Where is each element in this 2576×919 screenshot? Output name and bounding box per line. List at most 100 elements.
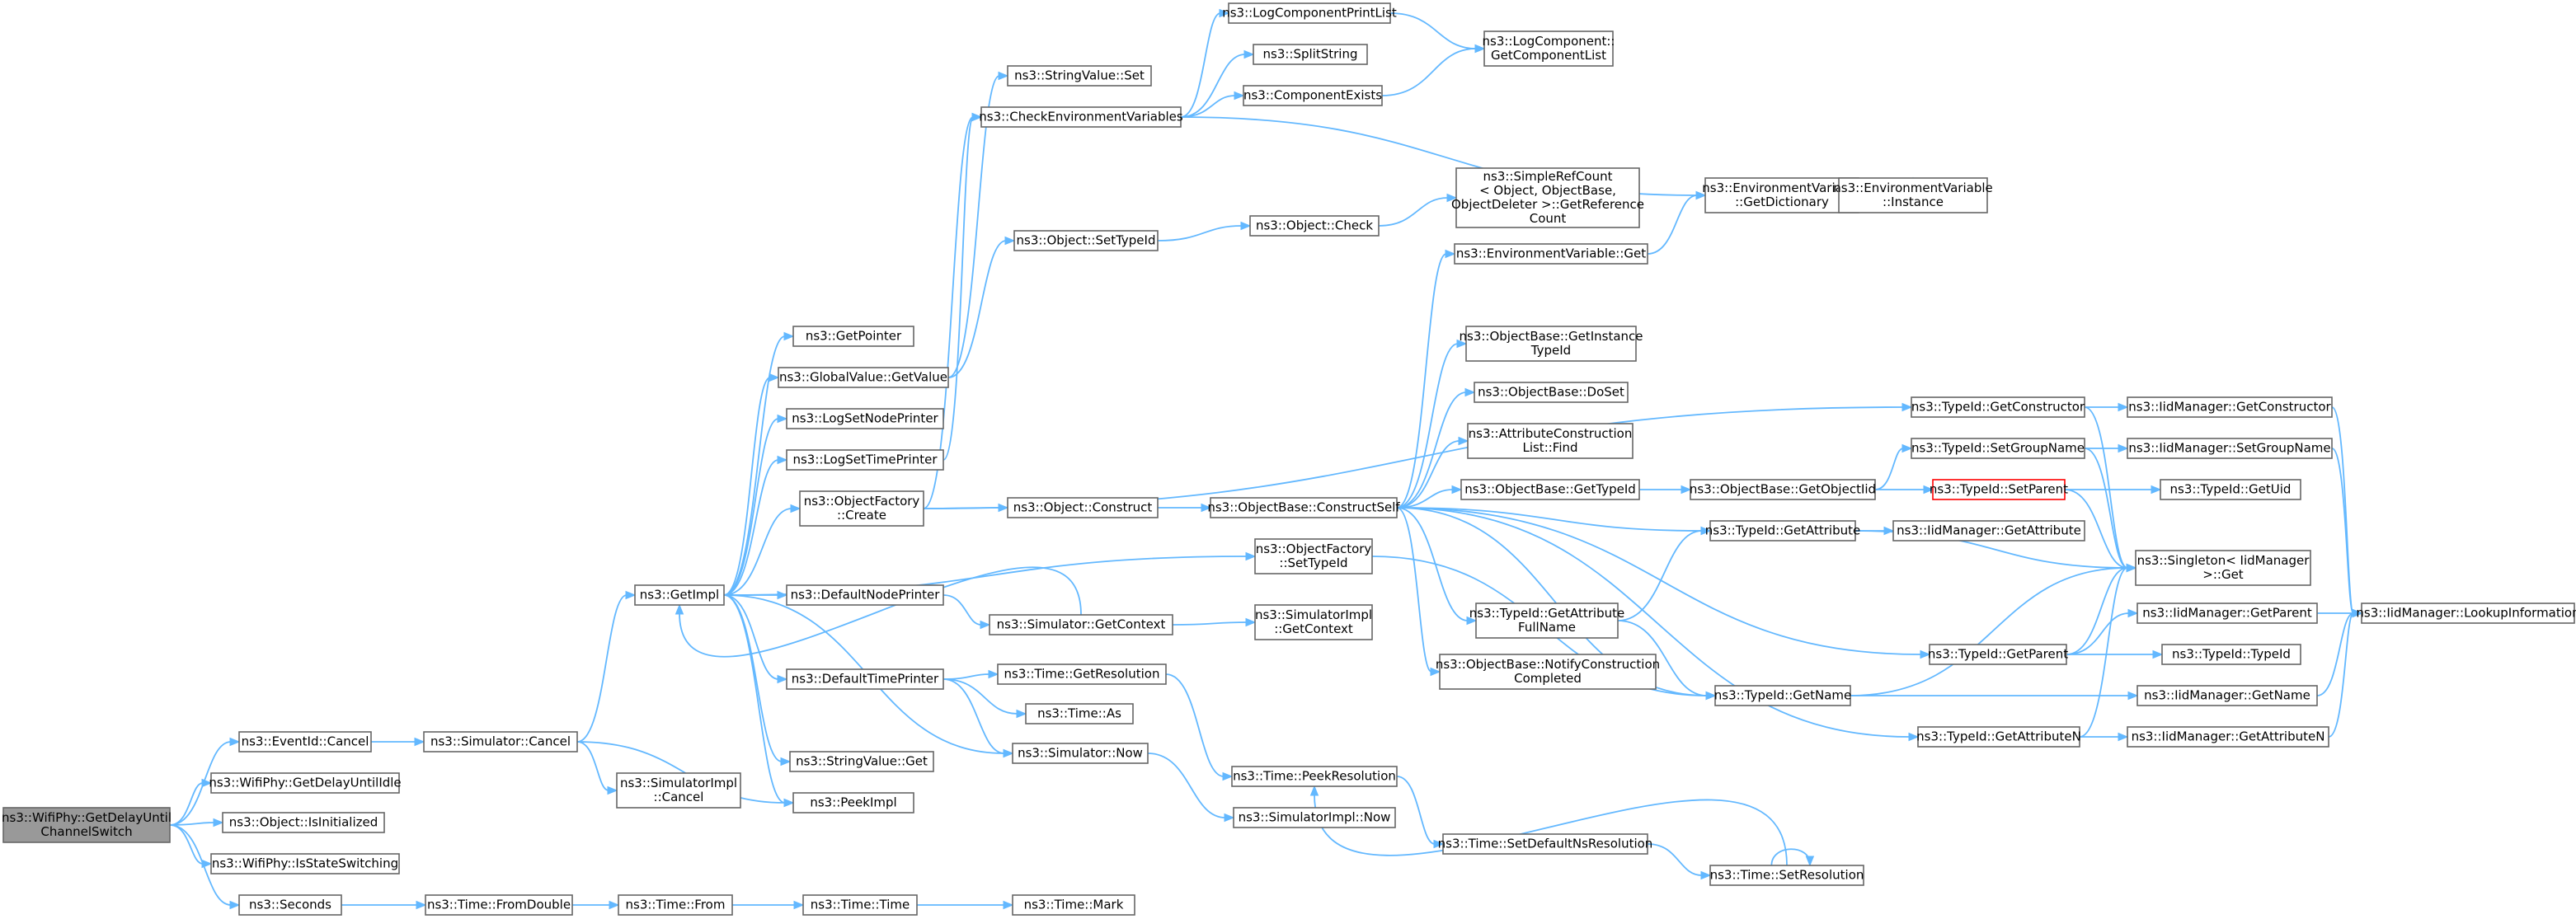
edge-line [1617,530,1703,621]
edge-line [679,566,1082,658]
node-time-fromdouble[interactable]: ns3::Time::FromDouble [425,894,573,916]
node-simulator-cancel[interactable]: ns3::Simulator::Cancel [423,731,578,753]
node-iidmanager-getparent[interactable]: ns3::IidManager::GetParent [2136,603,2318,624]
node-object-construct[interactable]: ns3::Object::Construct [1007,497,1159,518]
node-typeid-getparent[interactable]: ns3::TypeId::GetParent [1928,644,2068,665]
node-logsettimeprinter[interactable]: ns3::LogSetTimePrinter [786,449,944,471]
node-label: ns3::TypeId::GetUid [2170,482,2292,497]
node-objectfactory-settypeid[interactable]: ns3::ObjectFactory::SetTypeId [1254,538,1373,574]
node-typeid-getname[interactable]: ns3::TypeId::GetName [1714,685,1851,706]
node-logsetnodeprinter[interactable]: ns3::LogSetNodePrinter [786,408,944,429]
edge-line [2066,567,2128,655]
node-envvar-get[interactable]: ns3::EnvironmentVariable::Get [1454,243,1648,265]
edge-arrowhead [1309,785,1319,796]
node-time-from[interactable]: ns3::Time::From [618,894,733,916]
node-object-settypeid[interactable]: ns3::Object::SetTypeId [1013,230,1159,251]
node-splitstring[interactable]: ns3::SplitString [1253,44,1368,65]
node-box [2135,550,2311,586]
node-iidmanager-getname[interactable]: ns3::IidManager::GetName [2136,685,2318,706]
node-wifiphy-getdelayidle[interactable]: ns3::WifiPhy::GetDelayUntilIdle [209,772,402,794]
edge-line [1396,440,1460,509]
node-objectbase-doset[interactable]: ns3::ObjectBase::DoSet [1474,382,1629,403]
node-label: List::Find [1522,440,1577,455]
node-time-setresolution[interactable]: ns3::Time::SetResolution [1709,865,1864,886]
node-stringvalue-set[interactable]: ns3::StringValue::Set [1007,65,1152,87]
node-typeid-getconstructor[interactable]: ns3::TypeId::GetConstructor [1911,396,2085,418]
node-simimpl-cancel[interactable]: ns3::SimulatorImpl::Cancel [616,772,741,809]
node-simimpl-now[interactable]: ns3::SimulatorImpl::Now [1233,807,1396,828]
node-typeid-typeid[interactable]: ns3::TypeId::TypeId [2161,644,2301,665]
node-defaulttimeprinter[interactable]: ns3::DefaultTimePrinter [786,668,944,690]
node-simulator-now[interactable]: ns3::Simulator::Now [1012,743,1149,764]
edge-line [1617,620,1708,696]
node-label: ns3::TypeId::GetConstructor [1911,400,2085,415]
node-label: >::Get [2202,567,2244,582]
node-objectfactory-create[interactable]: ns3::ObjectFactory::Create [799,490,924,527]
node-envvar-instance[interactable]: ns3::EnvironmentVariable::Instance [1833,177,1993,213]
node-time-setdefaultnsres[interactable]: ns3::Time::SetDefaultNsResolution [1438,833,1653,855]
node-object-isinitialized[interactable]: ns3::Object::IsInitialized [222,812,385,833]
node-time-mark[interactable]: ns3::Time::Mark [1012,894,1135,916]
node-logcompprintlist[interactable]: ns3::LogComponentPrintList [1222,2,1397,24]
node-label: TypeId [1530,343,1571,358]
node-label: ns3::IidManager::LookupInformation [2356,606,2576,621]
edge-line [723,418,779,596]
node-typeid-getuid[interactable]: ns3::TypeId::GetUid [2160,479,2301,500]
node-time-time[interactable]: ns3::Time::Time [802,894,918,916]
node-getimpl[interactable]: ns3::GetImpl [634,584,725,606]
call-edge [2080,732,2129,742]
edge-arrowhead [414,737,425,747]
call-edge [1396,387,1476,509]
node-peekimpl[interactable]: ns3::PeekImpl [792,792,914,814]
node-objectbase-gettypeid[interactable]: ns3::ObjectBase::GetTypeId [1460,479,1640,500]
node-iidmanager-getattributen[interactable]: ns3::IidManager::GetAttributeN [2127,726,2329,748]
node-defaultnodeprinter[interactable]: ns3::DefaultNodePrinter [786,584,944,606]
node-typeid-getattributen[interactable]: ns3::TypeId::GetAttributeN [1916,726,2081,748]
node-typeid-setparent[interactable]: ns3::TypeId::SetParent [1930,479,2068,500]
node-eventid-cancel[interactable]: ns3::EventId::Cancel [238,731,372,753]
node-objectbase-notifyconstruction[interactable]: ns3::ObjectBase::NotifyConstructionCompl… [1436,654,1660,690]
node-iidmanager-lookupinfo[interactable]: ns3::IidManager::LookupInformation [2356,603,2576,624]
node-label: GetComponentList [1491,48,1606,63]
node-box [2127,396,2333,418]
node-box [1709,865,1864,886]
node-label: ns3::ComponentExists [1243,88,1382,103]
node-time-getresolution[interactable]: ns3::Time::GetResolution [997,663,1167,685]
node-label: ::SetTypeId [1279,556,1347,570]
node-stringvalue-get[interactable]: ns3::StringValue::Get [789,751,934,772]
node-globalvalue-getvalue[interactable]: ns3::GlobalValue::GetValue [778,367,949,388]
node-box [989,614,1173,635]
node-typeid-setgroupname[interactable]: ns3::TypeId::SetGroupName [1911,438,2085,459]
node-iidmanager-getattribute[interactable]: ns3::IidManager::GetAttribute [1892,520,2085,542]
edge-line [1172,621,1248,626]
node-checkenvvars[interactable]: ns3::CheckEnvironmentVariables [979,106,1183,128]
call-edge [723,455,788,596]
node-logcomp-getcomplist[interactable]: ns3::LogComponent::GetComponentList [1483,30,1615,67]
node-simimpl-getcontext[interactable]: ns3::SimulatorImpl::GetContext [1254,604,1373,640]
node-iidmanager-getconstructor[interactable]: ns3::IidManager::GetConstructor [2127,396,2333,418]
node-simulator-getcontext[interactable]: ns3::Simulator::GetContext [989,614,1173,635]
node-getpointer[interactable]: ns3::GetPointer [792,326,914,347]
node-seconds[interactable]: ns3::Seconds [238,894,342,916]
call-edge [2066,608,2139,655]
node-iidmanager-setgroupname[interactable]: ns3::IidManager::SetGroupName [2127,438,2333,459]
node-time-as[interactable]: ns3::Time::As [1025,703,1134,724]
edge-arrowhead [229,737,241,747]
node-wifiphy-isstateswitching[interactable]: ns3::WifiPhy::IsStateSwitching [210,853,400,874]
node-objectbase-constructself[interactable]: ns3::ObjectBase::ConstructSelf [1207,497,1400,518]
node-label: ns3::LogSetTimePrinter [792,452,938,467]
node-simplerefcount[interactable]: ns3::SimpleRefCount< Object, ObjectBase,… [1451,167,1644,228]
node-componentexists[interactable]: ns3::ComponentExists [1243,85,1383,106]
edge-line [947,75,1000,378]
node-object-check[interactable]: ns3::Object::Check [1249,215,1380,237]
node-typeid-getattribute[interactable]: ns3::TypeId::GetAttribute [1705,520,1860,542]
node-objectbase-getobjectiid[interactable]: ns3::ObjectBase::GetObjectIid [1690,479,1876,500]
edge-arrowhead [777,674,788,684]
node-time-peekresolution[interactable]: ns3::Time::PeekResolution [1231,766,1398,787]
node-singleton-get[interactable]: ns3::Singleton< IidManager>::Get [2135,550,2311,586]
node-envvar-getdictionary[interactable]: ns3::EnvironmentVariable::GetDictionary [1702,177,1862,213]
